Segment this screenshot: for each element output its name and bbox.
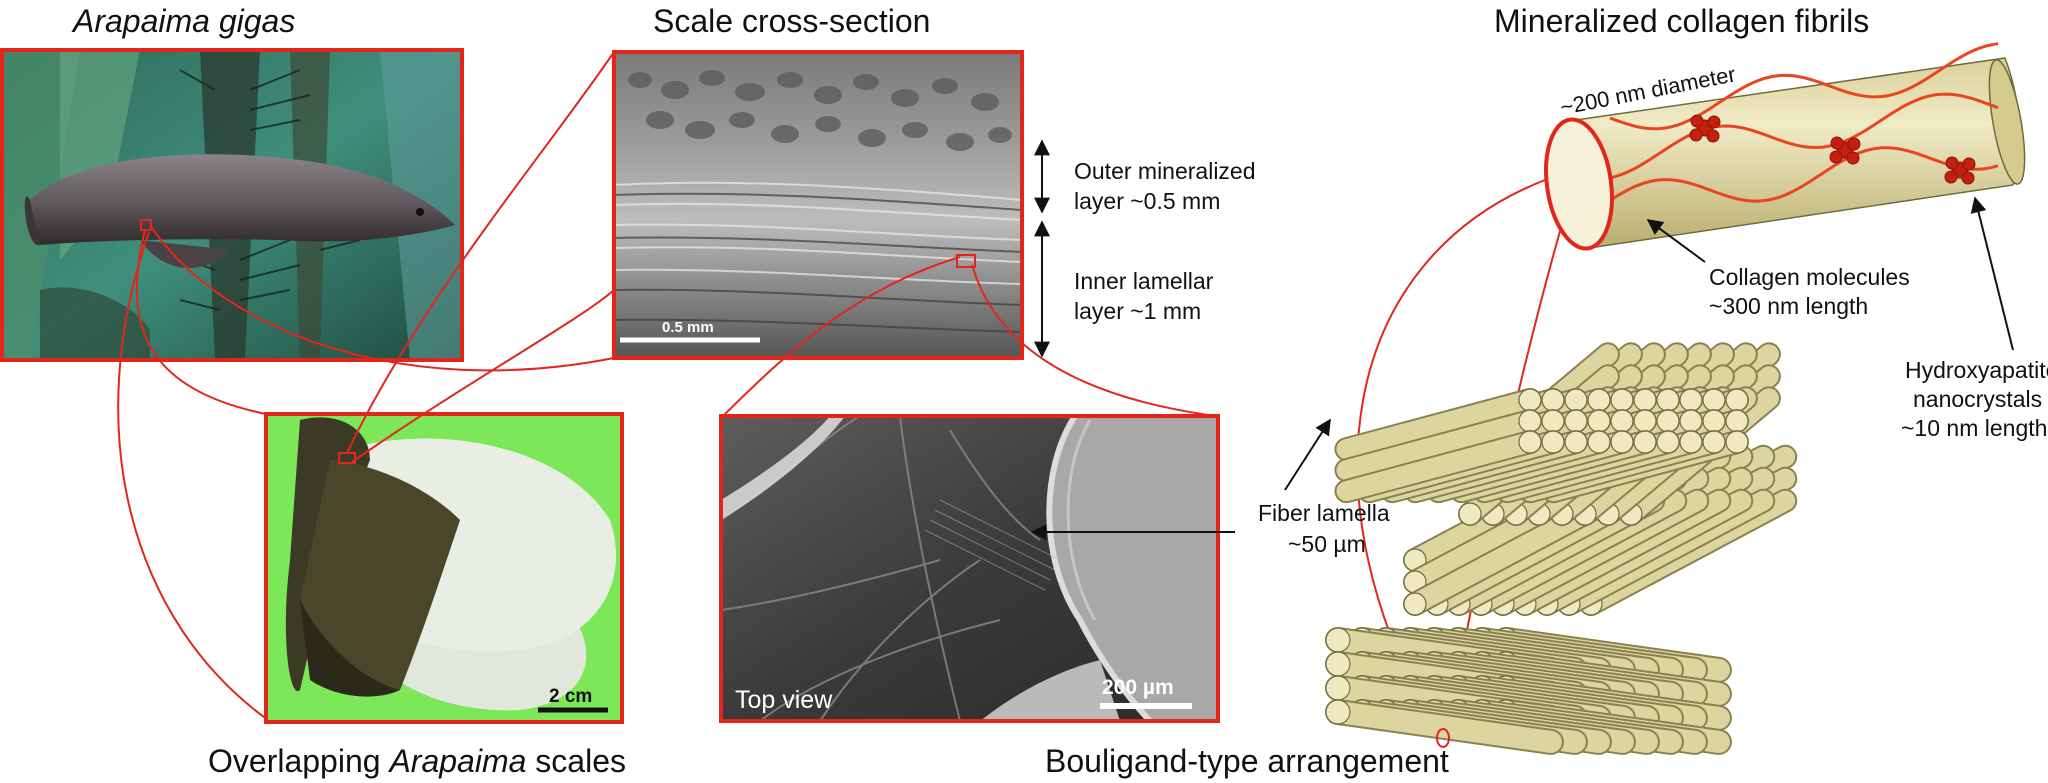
sem-top-view: Top view 200 µm xyxy=(719,414,1220,723)
fibril-rod-end xyxy=(1633,388,1657,412)
fibril-rod-end xyxy=(1518,388,1542,412)
fibril-rod-end xyxy=(1541,430,1565,454)
fiber-lamella-arrow xyxy=(1284,418,1331,491)
fibril-rod-end xyxy=(1541,409,1565,433)
fibril-rod-end xyxy=(1679,409,1703,433)
scales-photo: 2 cm xyxy=(264,412,624,724)
fibril-rod-end xyxy=(1725,409,1749,433)
fibril-rod-highlight xyxy=(1336,432,1540,502)
hydroxyapatite-label-1: Hydroxyapatite xyxy=(1905,357,2048,383)
bouligand-highlight xyxy=(1436,728,1450,748)
fibril-rod-end xyxy=(1518,409,1542,433)
scale-bar-label: 0.5 mm xyxy=(662,319,714,336)
fibril-rod-end xyxy=(1325,651,1351,677)
bouligand-rods xyxy=(1325,342,1798,755)
collagen-arrow xyxy=(1646,219,1706,263)
fibril-rod-end xyxy=(1564,388,1588,412)
fibril-rod-highlight xyxy=(1327,701,1562,753)
fibril-rod-end xyxy=(1725,430,1749,454)
top-view-label: Top view xyxy=(735,686,833,714)
fibril-rod-end xyxy=(1610,388,1634,412)
title-scales: Overlapping Arapaima scales xyxy=(208,743,626,779)
collagen-molecule xyxy=(1609,146,1999,203)
outer-layer-label-2: layer ~0.5 mm xyxy=(1074,188,1220,214)
fibril-rod-end xyxy=(1564,430,1588,454)
fibril-rod-end xyxy=(1458,502,1482,526)
fibril-rod-end xyxy=(1702,409,1726,433)
sem-cross-section: 0.5 mm xyxy=(612,50,1024,360)
fibril-rod-end xyxy=(1656,409,1680,433)
collagen-molecule xyxy=(1609,42,1999,131)
title-fibrils: Mineralized collagen fibrils xyxy=(1494,3,1869,39)
fibril-rod-end xyxy=(1587,430,1611,454)
inner-layer-label-2: layer ~1 mm xyxy=(1074,298,1201,324)
fibril-rod-end xyxy=(1541,388,1565,412)
fibril-rod-end xyxy=(1325,699,1351,725)
fibril-rod-end xyxy=(1610,430,1634,454)
fibril-rod-end xyxy=(1679,430,1703,454)
fibril-rod-end xyxy=(1656,430,1680,454)
fibril-rod-end xyxy=(1587,388,1611,412)
hydroxyapatite-label-2: nanocrystals xyxy=(1913,386,2042,412)
scale-bar-200um-label: 200 µm xyxy=(1102,676,1174,699)
fibril-rod-end xyxy=(1633,430,1657,454)
fibril-rod-end xyxy=(1403,592,1427,616)
collagen-fibril xyxy=(1544,42,2026,251)
fibril-rod-end xyxy=(1325,675,1351,701)
fibril-rod-end xyxy=(1610,409,1634,433)
outer-layer-label-1: Outer mineralized xyxy=(1074,158,1256,184)
fibril-rod-highlight xyxy=(1336,411,1540,481)
fibril-rod-end xyxy=(1325,627,1351,653)
hydroxyapatite-crystals xyxy=(1689,114,1976,185)
fibril-rod-highlight xyxy=(1336,390,1540,460)
collagen-label-2: ~300 nm length xyxy=(1709,293,1868,319)
fiber-lamella-label-1: Fiber lamella xyxy=(1258,500,1390,526)
fibril-rod-end xyxy=(1633,409,1657,433)
inner-layer-label-1: Inner lamellar xyxy=(1074,268,1214,294)
fibril-rod-end xyxy=(1679,388,1703,412)
fish-photo xyxy=(0,48,464,362)
title-cross-section: Scale cross-section xyxy=(653,3,930,39)
title-bouligand: Bouligand-type arrangement xyxy=(1045,743,1449,779)
fibril-rod-end xyxy=(1702,430,1726,454)
title-fish: Arapaima gigas xyxy=(71,3,295,39)
scale-bar-2cm-label: 2 cm xyxy=(549,686,592,707)
fibril-rod-end xyxy=(1587,409,1611,433)
fibril-rod-end xyxy=(1702,388,1726,412)
fibril-rod-end xyxy=(1564,409,1588,433)
hydroxyapatite-label-3: ~10 nm length xyxy=(1901,415,2047,441)
fibril-rod-end xyxy=(1725,388,1749,412)
fibril-rod-end xyxy=(1518,430,1542,454)
collagen-label-1: Collagen molecules xyxy=(1709,264,1910,290)
collagen-molecule xyxy=(1609,92,1999,180)
fibril-rod-end xyxy=(1656,388,1680,412)
fiber-lamella-label-2: ~50 µm xyxy=(1288,531,1366,557)
hydroxyapatite-arrow xyxy=(1970,196,2014,351)
